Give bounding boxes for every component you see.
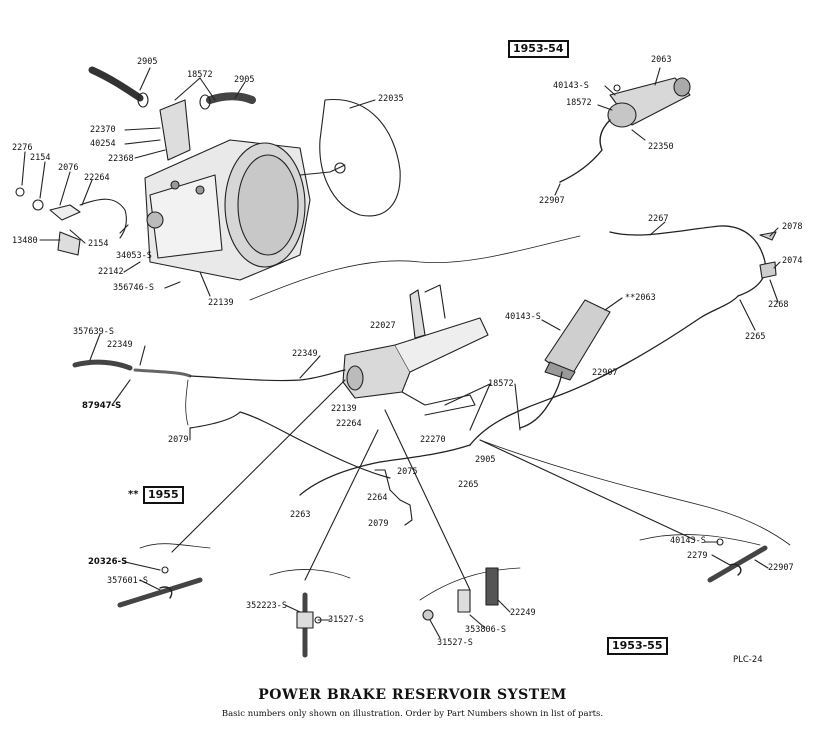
part-label: 2078 [782, 222, 803, 232]
part-label: 2276 [12, 143, 33, 153]
part-label: 2265 [745, 332, 766, 342]
part-label: 2263 [290, 510, 311, 520]
tube-2267 [609, 225, 767, 297]
part-label: 352223-S [246, 601, 287, 611]
year-box-1955: 1955 [143, 486, 184, 504]
reservoir-1953-54 [554, 67, 691, 196]
body-outline-top [249, 235, 581, 301]
part-label: 22027 [370, 321, 396, 331]
part-label: 40143-S [670, 536, 706, 546]
part-label: 22139 [331, 404, 357, 414]
part-label: 2079 [368, 519, 389, 529]
part-label: 2264 [367, 493, 388, 503]
part-label: 2075 [397, 467, 418, 477]
part-label: 18572 [488, 379, 514, 389]
part-label: 2154 [30, 153, 51, 163]
part-label: 2905 [137, 57, 158, 67]
clamp-353806 [422, 567, 511, 639]
part-label: 13480 [12, 236, 38, 246]
tube-2265-upper [469, 295, 739, 446]
part-label: 22350 [648, 142, 674, 152]
plate-code: PLC-24 [733, 655, 763, 665]
part-label: 22907 [592, 368, 618, 378]
part-label: 2154 [88, 239, 109, 249]
part-label: 22270 [420, 435, 446, 445]
part-label: 22264 [336, 419, 362, 429]
page-title: POWER BRAKE RESERVOIR SYSTEM [258, 687, 567, 703]
year-box-1953-55: 1953-55 [607, 637, 668, 655]
part-label: **2063 [625, 293, 656, 303]
part-label: 34053-S [116, 251, 152, 261]
part-label: 18572 [566, 98, 592, 108]
part-label: 22349 [292, 349, 318, 359]
part-label: 22370 [90, 125, 116, 135]
part-label: 20326-S [88, 557, 128, 567]
tube-2265-lower [299, 444, 471, 496]
part-label: 22249 [510, 608, 536, 618]
part-label: 31527-S [437, 638, 473, 648]
part-label: 22139 [208, 298, 234, 308]
part-label: 87947-S [82, 401, 122, 411]
part-label: 22907 [768, 563, 794, 573]
part-label: 2267 [648, 214, 669, 224]
part-label: 357601-S [107, 576, 148, 586]
part-label: 22907 [539, 196, 565, 206]
part-label: 2279 [687, 551, 708, 561]
part-label: 2265 [458, 480, 479, 490]
part-label: 31527-S [328, 615, 364, 625]
part-label: 353806-S [465, 625, 506, 635]
page-subtitle: Basic numbers only shown on illustration… [221, 709, 604, 719]
part-label: 22368 [108, 154, 134, 164]
part-label: 2063 [651, 55, 672, 65]
year-box-1953-54: 1953-54 [508, 40, 569, 58]
clamp-352223 [284, 592, 331, 658]
part-label: 40254 [90, 139, 116, 149]
part-label: 18572 [187, 70, 213, 80]
part-label: 2076 [58, 163, 79, 173]
body-outline-floor [479, 439, 791, 546]
part-label: 2268 [768, 300, 789, 310]
part-label: 22349 [107, 340, 133, 350]
part-label: 356746-S [113, 283, 154, 293]
part-label: 357639-S [73, 327, 114, 337]
reservoir-1955 [519, 297, 623, 429]
part-label: 22264 [84, 173, 110, 183]
part-label: 2905 [475, 455, 496, 465]
year-prefix-1955: ** [128, 489, 139, 500]
clamp-357601 [117, 561, 203, 608]
gasket-22035 [319, 99, 401, 217]
part-label: 40143-S [553, 81, 589, 91]
part-label: 40143-S [505, 312, 541, 322]
master-cylinder-assembly [342, 284, 489, 416]
part-label: 2079 [168, 435, 189, 445]
part-label: 2905 [234, 75, 255, 85]
booster-unit [144, 139, 346, 281]
part-label: 22035 [378, 94, 404, 104]
part-label: 2074 [782, 256, 803, 266]
clamp-22907-right [704, 538, 769, 583]
part-label: 22142 [98, 267, 124, 277]
